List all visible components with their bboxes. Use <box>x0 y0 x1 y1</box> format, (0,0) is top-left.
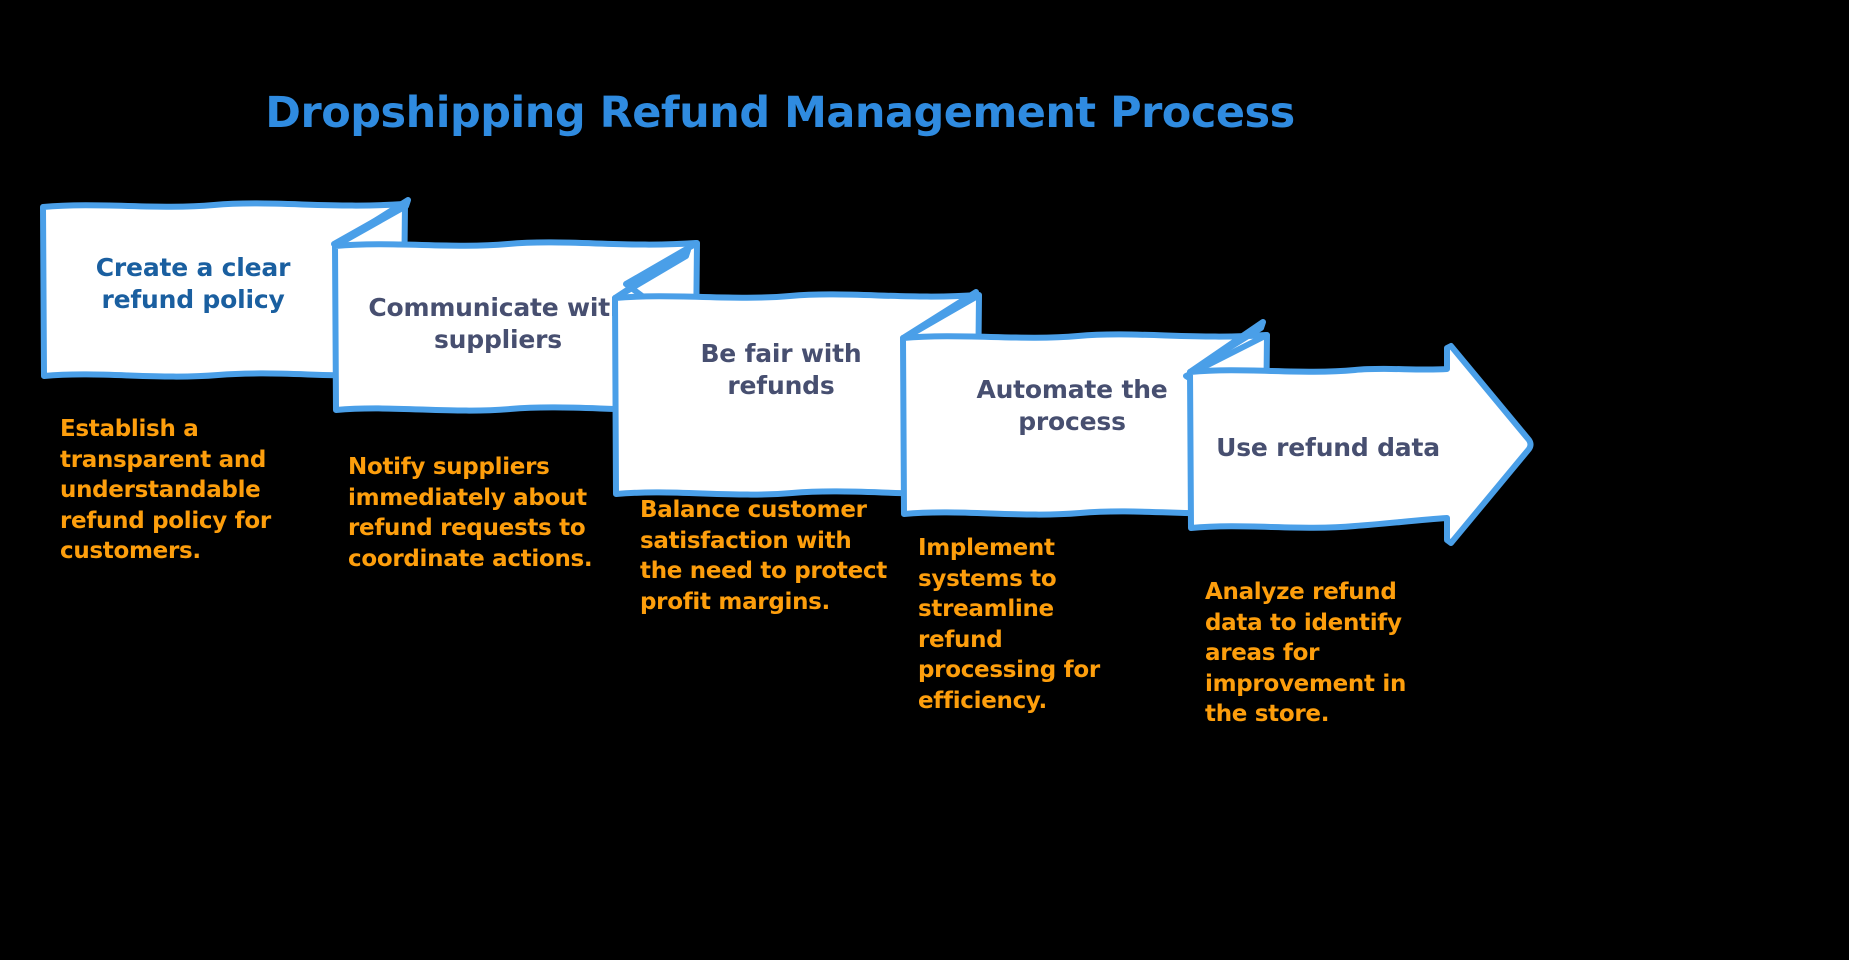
step-5-caption: Analyze refund data to identify areas fo… <box>1205 579 1407 728</box>
step-2-caption: Notify suppliers immediately about refun… <box>348 454 593 572</box>
step-3-caption: Balance customer satisfaction with the n… <box>640 497 887 615</box>
step-3-label: Be fair with refunds <box>700 339 862 400</box>
process-step-2: Communicate with suppliers <box>330 197 702 416</box>
step-1-label: Create a clear refund policy <box>95 253 291 314</box>
step-2-label: Communicate with suppliers <box>368 293 628 354</box>
step-1-caption: Establish a transparent and understandab… <box>60 416 271 565</box>
step-4-caption: Implement systems to streamline refund p… <box>918 535 1100 714</box>
process-step-5: Use refund data <box>1185 319 1535 555</box>
step-5-label: Use refund data <box>1216 433 1440 462</box>
step-4-label: Automate the process <box>976 375 1168 436</box>
page-title: Dropshipping Refund Management Process <box>265 88 1295 138</box>
step-5-arrow-shape <box>1187 319 1534 546</box>
